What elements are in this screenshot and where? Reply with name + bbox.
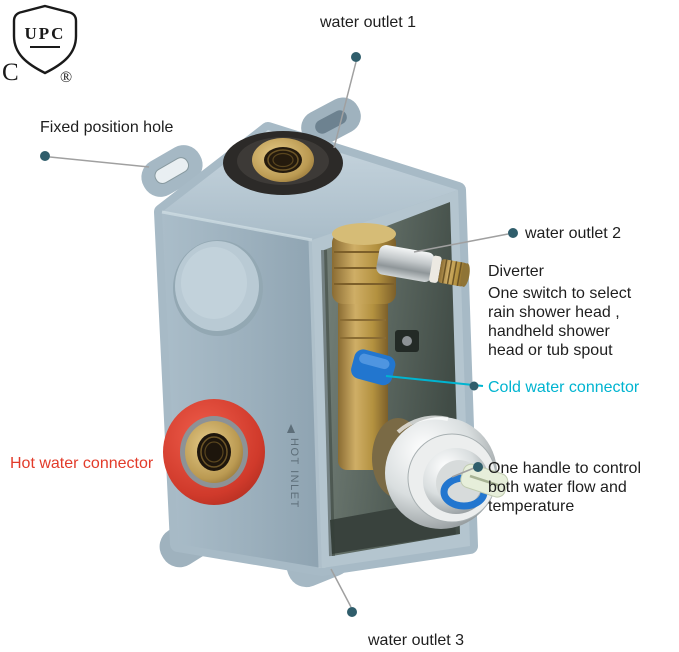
upc-c-mark: C	[2, 59, 19, 86]
annotation-dots	[40, 52, 518, 617]
mounting-ear-top	[301, 97, 361, 147]
hot-inlet-arrow	[287, 424, 295, 433]
callout-diverter-title: Diverter	[488, 263, 545, 280]
registered-trademark-mark: ®	[60, 69, 72, 86]
back-wall-detail	[395, 330, 419, 352]
dot-water-outlet-3	[347, 607, 357, 617]
handle-cartridge	[372, 415, 509, 529]
dot-handle	[473, 462, 483, 472]
dot-water-outlet-2	[508, 228, 518, 238]
dot-water-outlet-1	[351, 52, 361, 62]
callout-water-outlet-1: water outlet 1	[320, 14, 417, 31]
valve-brass-body	[332, 223, 396, 470]
leader-fixed-position-hole	[49, 156, 150, 168]
leader-cold-water	[385, 375, 484, 387]
callout-cold-water-connector: Cold water connector	[488, 379, 640, 396]
callout-water-outlet-2: water outlet 2	[525, 225, 622, 242]
leader-water-outlet-2	[413, 233, 509, 253]
upc-shield	[12, 4, 78, 75]
hot-inlet-text: HOT INLET	[288, 438, 300, 509]
upc-shield-text: UPC	[25, 24, 66, 43]
leader-handle	[451, 467, 475, 478]
hot-inlet-marking: HOT INLET	[287, 424, 300, 509]
cold-water-part	[351, 349, 396, 386]
water-outlet-1-port	[223, 131, 343, 195]
dot-cold-water	[469, 381, 479, 391]
diverter-stem	[376, 244, 470, 287]
leader-water-outlet-3	[330, 568, 352, 608]
annotation-leaders	[49, 61, 509, 608]
callout-water-outlet-3: water outlet 3	[368, 632, 465, 649]
callout-hot-water-connector: Hot water connector	[10, 455, 154, 472]
dot-fixed-position-hole	[40, 151, 50, 161]
upc-certification-logo: UPC C ®	[2, 4, 78, 86]
callout-fixed-position-hole: Fixed position hole	[40, 119, 174, 136]
callout-diverter-description: One switch to select rain shower head , …	[488, 285, 632, 359]
callout-handle-description: One handle to control both water flow an…	[488, 460, 641, 515]
hot-water-connector-port	[163, 399, 265, 505]
leader-water-outlet-1	[333, 61, 357, 149]
blank-cap	[173, 240, 263, 336]
handle-stem	[460, 463, 509, 498]
